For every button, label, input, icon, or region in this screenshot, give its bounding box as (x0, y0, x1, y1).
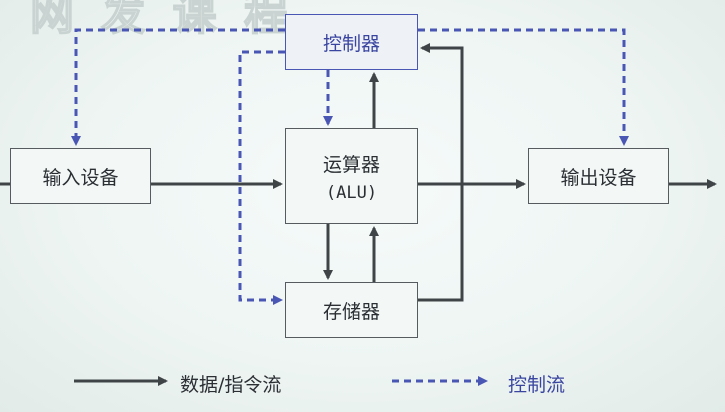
controller-label: 控制器 (322, 32, 380, 55)
legend-control-flow-label: 控制流 (508, 374, 566, 396)
ctrl-controller-to-output (418, 28, 629, 146)
memory-label: 存储器 (322, 300, 380, 323)
output-device-node: 输出设备 (528, 148, 669, 204)
alu-sublabel: (ALU) (325, 182, 378, 203)
alu-node: 运算器 (ALU) (285, 128, 418, 224)
controller-node: 控制器 (285, 14, 418, 70)
ctrl-controller-to-memory (238, 50, 285, 305)
output-device-label: 输出设备 (560, 166, 637, 189)
edge-memory-to-controller (418, 43, 464, 302)
alu-label: 运算器 (322, 153, 380, 176)
input-device-node: 输入设备 (10, 148, 151, 204)
watermark: 网 发 课 程 (29, 0, 294, 41)
memory-node: 存储器 (285, 282, 418, 338)
input-device-label: 输入设备 (42, 166, 119, 189)
legend-data-flow-label: 数据/指令流 (180, 374, 282, 396)
ctrl-controller-to-input (71, 28, 285, 146)
